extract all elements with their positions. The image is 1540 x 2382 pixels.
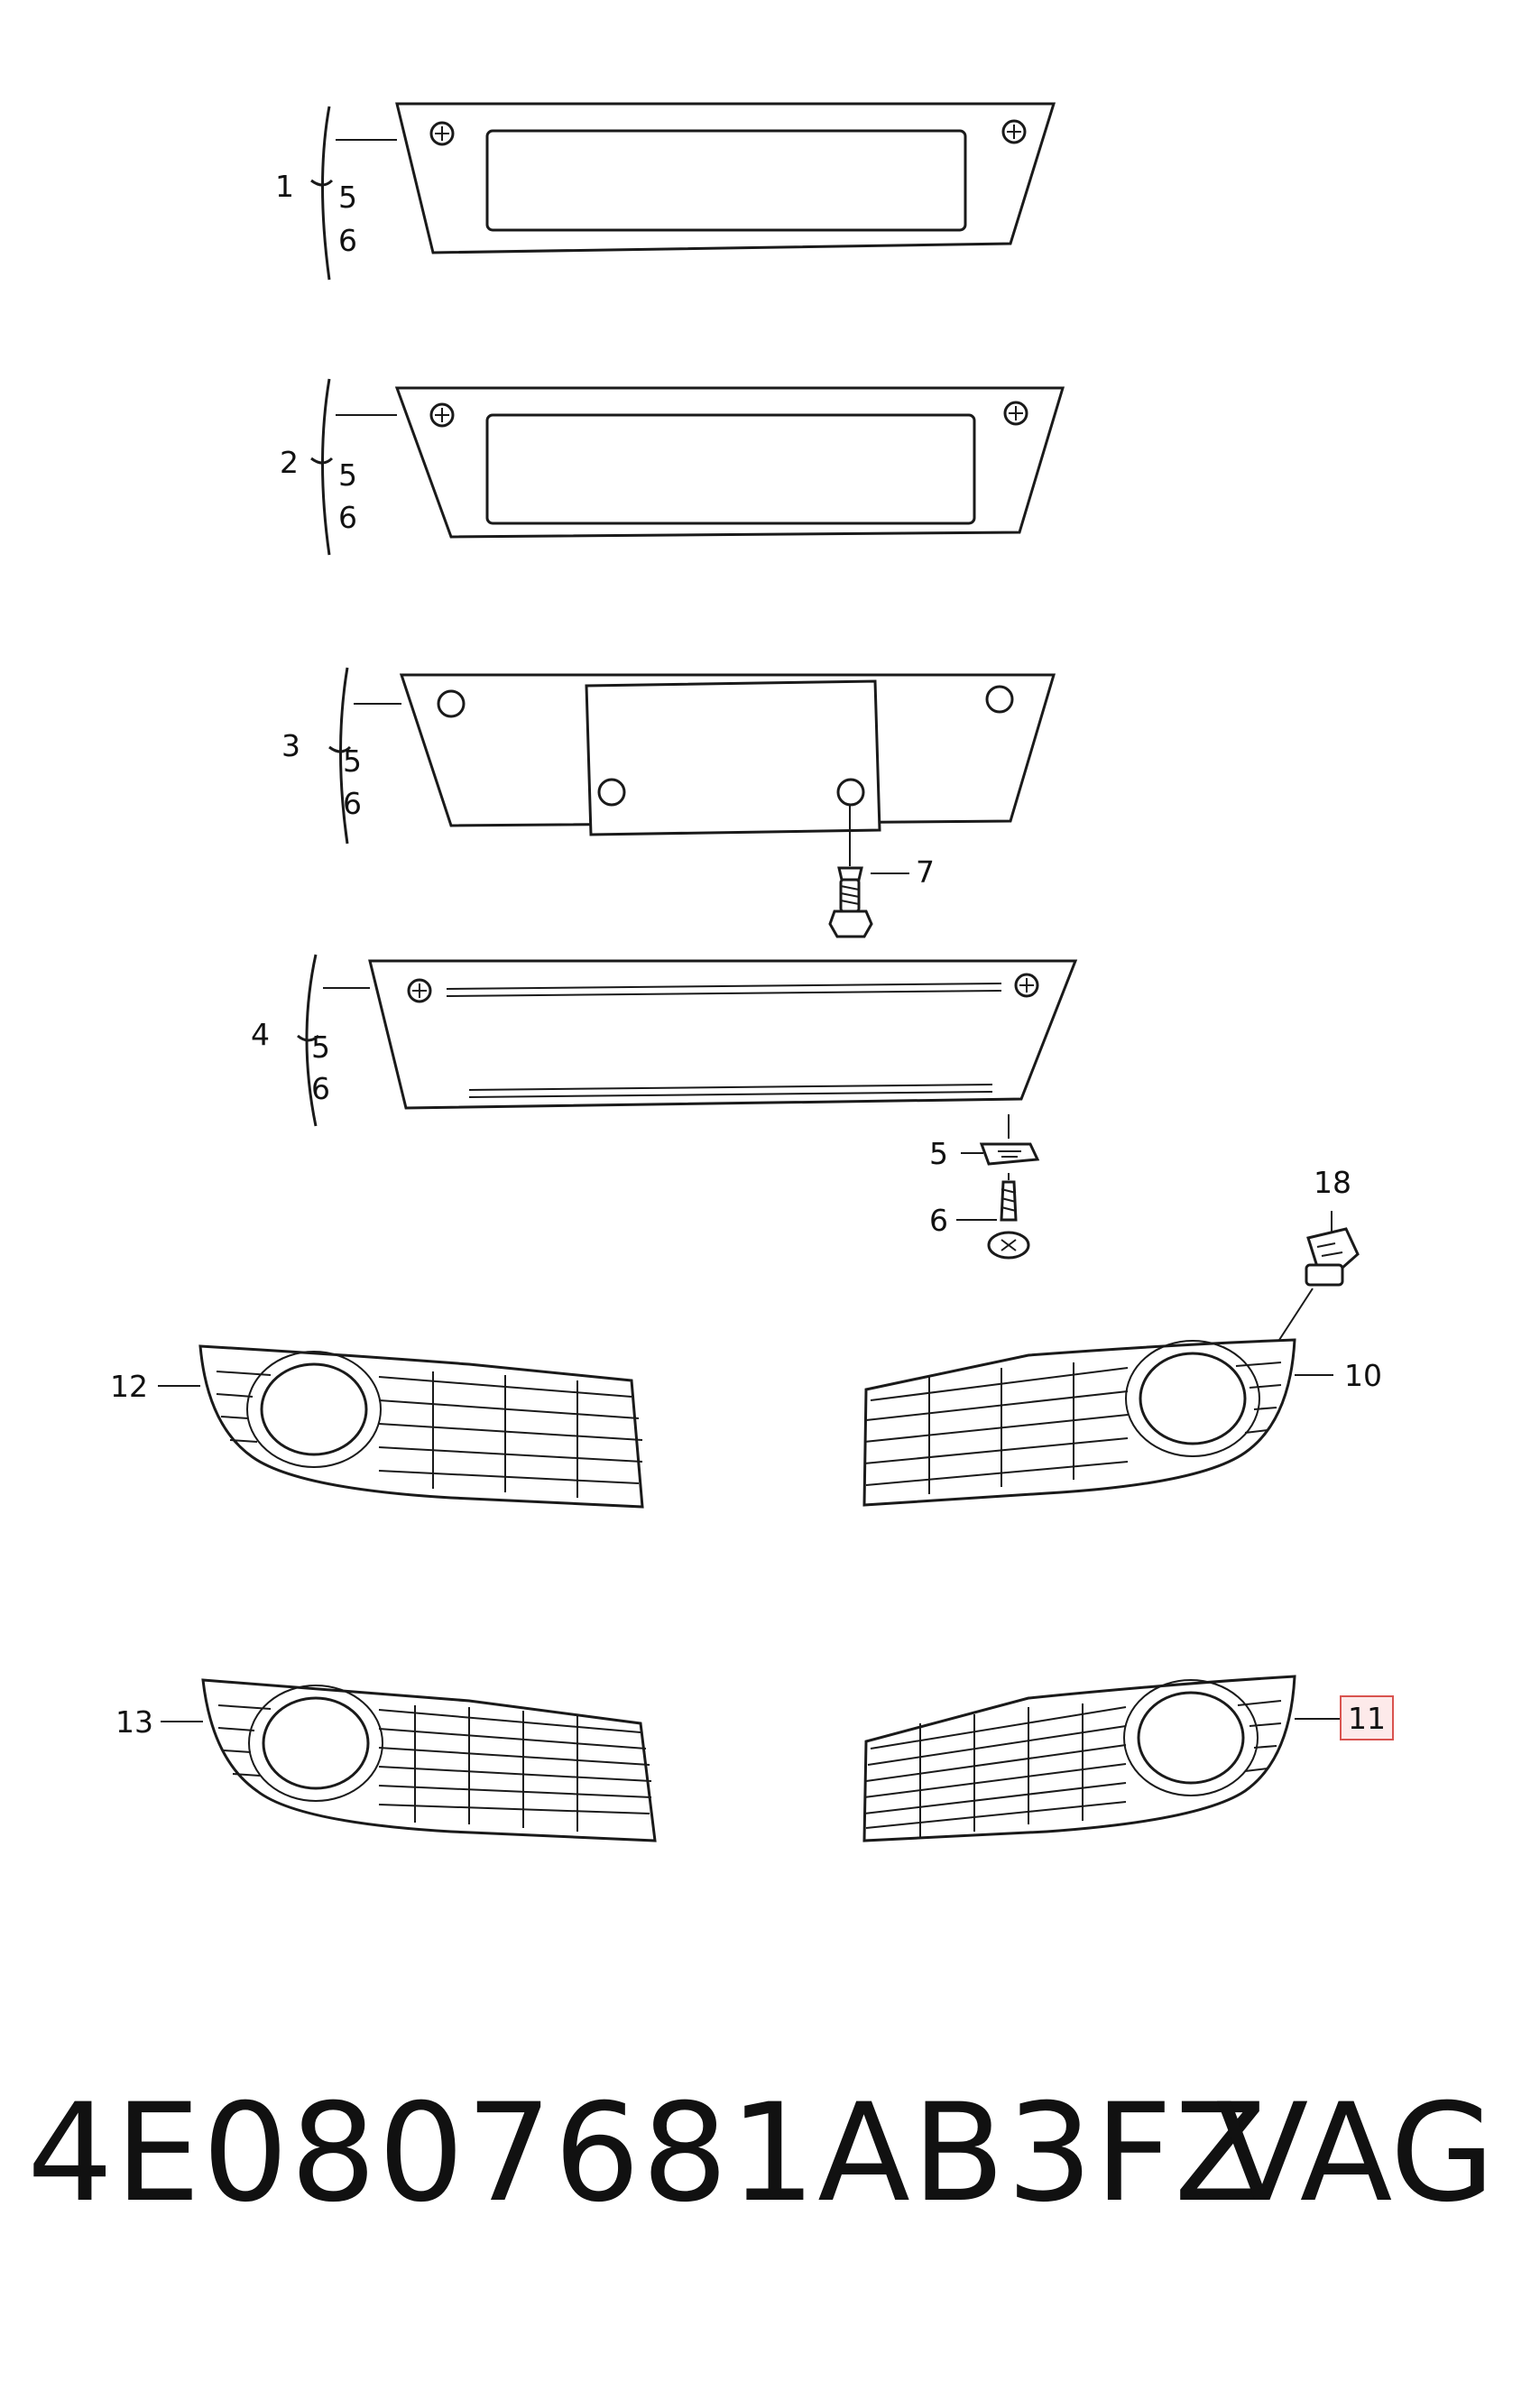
callout-5-g1: 5	[338, 180, 357, 215]
grille-10-slats	[863, 1362, 1129, 1494]
callout-13: 13	[115, 1704, 153, 1740]
callout-11: 11	[1348, 1701, 1386, 1736]
callout-5-g2: 5	[338, 457, 357, 493]
plate-cover-4	[297, 954, 1078, 1139]
plate-cover-3	[328, 667, 1056, 866]
callout-18: 18	[1314, 1165, 1351, 1200]
grille-11-slats	[863, 1703, 1127, 1837]
callout-5-nut: 5	[929, 1136, 948, 1171]
clip-18	[1278, 1211, 1360, 1341]
callout-10: 10	[1344, 1358, 1382, 1393]
callout-7: 7	[916, 854, 935, 890]
callout-6-g3: 6	[343, 786, 362, 821]
fog-grille-12	[158, 1344, 644, 1509]
callout-4: 4	[251, 1017, 270, 1052]
plate-cover-2	[310, 378, 1065, 556]
fog-grille-13	[161, 1678, 657, 1842]
callout-2: 2	[280, 445, 299, 480]
callout-6-screw: 6	[929, 1203, 948, 1238]
screw-6	[956, 1173, 1030, 1260]
callout-11-highlight	[1340, 1695, 1394, 1740]
grille-12-slats	[378, 1371, 643, 1498]
callout-6-g1: 6	[338, 223, 357, 258]
brand-name: VAG	[1215, 2075, 1495, 2232]
callout-5-g3: 5	[343, 743, 362, 779]
fog-grille-11	[862, 1675, 1342, 1842]
plate-cover-1	[310, 102, 1056, 281]
callout-12: 12	[110, 1369, 148, 1404]
fog-grille-10	[862, 1338, 1333, 1507]
grille-13-slats	[378, 1705, 652, 1832]
callout-6-g2: 6	[338, 500, 357, 535]
callout-3: 3	[281, 728, 300, 763]
part-number: 4E0807681AB3FZ	[27, 2075, 1269, 2232]
bolt-7	[828, 866, 909, 938]
callout-5-g4: 5	[311, 1029, 330, 1065]
callout-6-g4: 6	[311, 1071, 330, 1106]
speed-nut-5	[961, 1142, 1040, 1166]
callout-1: 1	[275, 169, 294, 204]
